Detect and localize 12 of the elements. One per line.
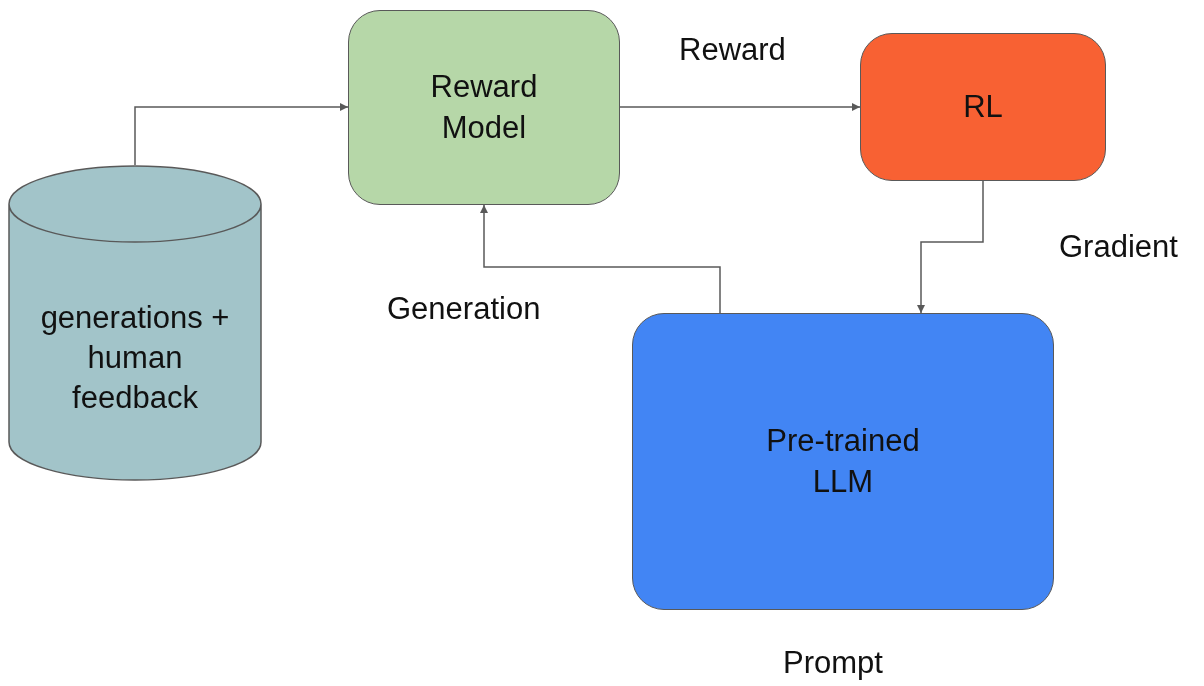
- node-label: generations + human feedback: [40, 298, 230, 418]
- arrow: [480, 204, 721, 314]
- process-box: [632, 313, 1054, 610]
- node-label: Pre-trained LLM: [765, 422, 921, 501]
- process-box: [860, 33, 1106, 181]
- arrow: [134, 103, 349, 166]
- arrow: [619, 103, 861, 111]
- database-cylinder: [8, 165, 262, 481]
- node-label: RL: [963, 87, 1003, 126]
- arrow: [917, 180, 984, 314]
- node-label: Reward Model: [429, 68, 539, 147]
- process-box: [348, 10, 620, 205]
